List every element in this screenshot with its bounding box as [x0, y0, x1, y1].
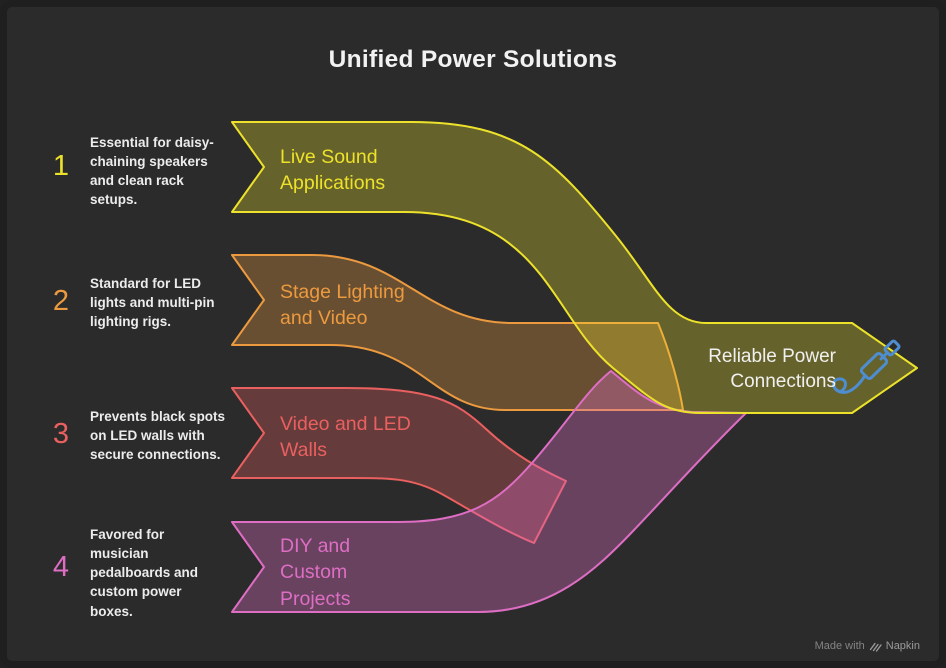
item-description-4: Favored for musician pedalboards and cus… — [90, 527, 199, 619]
item-description-2: Standard for LED lights and multi-pin li… — [90, 276, 215, 330]
item-description-1: Essential for daisy-chaining speakers an… — [90, 135, 214, 208]
band-label-4: DIY and Custom Projects — [280, 535, 351, 610]
watermark-brand: Napkin — [885, 640, 920, 652]
result-label: Reliable Power Connections — [708, 346, 836, 393]
power-plug-icon — [832, 339, 901, 394]
item-description-3: Prevents black spots on LED walls with s… — [90, 409, 226, 463]
watermark-prefix: Made with — [814, 640, 865, 652]
band-1-ribbon-and-result-arrow — [231, 121, 918, 414]
band-label-2: Stage Lighting and Video — [280, 281, 405, 330]
item-number-3: 3 — [52, 418, 70, 450]
band-2-ribbon — [231, 254, 684, 411]
band-label-1: Live Sound Applications — [280, 146, 386, 195]
watermark: Made with Napkin — [815, 640, 920, 652]
item-number-1: 1 — [52, 150, 70, 182]
band-label-3: Video and LED Walls — [280, 413, 411, 462]
page-title: Unified Power Solutions — [328, 46, 618, 73]
napkin-logo-icon — [869, 642, 882, 652]
item-number-4: 4 — [52, 551, 70, 583]
item-number-2: 2 — [52, 285, 70, 317]
